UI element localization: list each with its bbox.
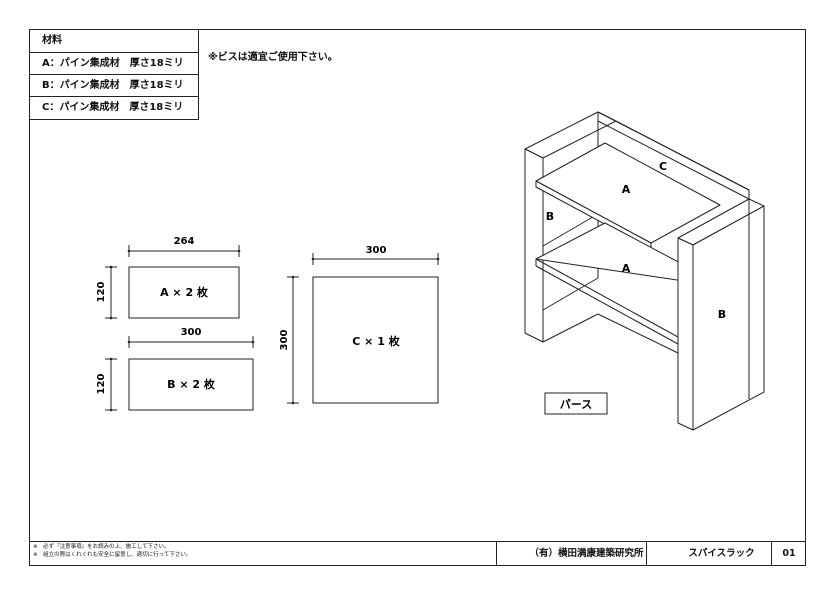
part-c-label: C × 1 枚 (352, 334, 400, 348)
title-block: ※ 必ず『注意事項』をお読みの上、施工して下さい。 ※ 組立の際はくれぐれも安全… (29, 541, 806, 566)
part-c-panel (312, 276, 439, 404)
company-name: （有）横田満康建築研究所 (496, 542, 676, 566)
part-a-label: A × 2 枚 (160, 285, 209, 299)
material-row-a: A：パイン集成材 厚さ18ミリ (29, 53, 198, 75)
materials-title: 材料 (29, 29, 198, 53)
part-a-panel (128, 266, 240, 319)
title-block-notes: ※ 必ず『注意事項』をお読みの上、施工して下さい。 ※ 組立の際はくれぐれも安全… (33, 543, 191, 559)
part-a-height-dim: 120 (96, 282, 107, 303)
right-panel-front-edge (677, 237, 694, 431)
perspective-caption: パース (560, 398, 592, 411)
right-panel-side-face (692, 205, 765, 431)
perspective-drawing (524, 111, 765, 431)
part-b-height-dim: 120 (96, 374, 107, 395)
part-b-panel (128, 358, 254, 411)
sheet-number: 01 (771, 542, 806, 566)
perspective-caption-box (544, 392, 608, 415)
part-a-width-dim: 264 (174, 236, 195, 247)
part-c-height-dim: 300 (279, 330, 290, 351)
drawing-title: スパイスラック (646, 542, 796, 566)
part-b-width-dim: 300 (181, 327, 202, 338)
screw-note: ※ビスは適宜ご使用下さい。 (208, 52, 338, 63)
perspective-label-c: C (659, 160, 667, 173)
back-panel-top-edge (615, 120, 750, 191)
title-block-note-1: ※ 必ず『注意事項』をお読みの上、施工して下さい。 (33, 544, 170, 550)
part-b-label: B × 2 枚 (167, 377, 216, 391)
perspective-label-a-top: A (622, 183, 631, 196)
left-panel-front-edge (524, 148, 544, 343)
perspective-label-a-bottom: A (622, 262, 631, 275)
title-block-note-2: ※ 組立の際はくれぐれも安全に留意し、適切に行って下さい。 (33, 552, 192, 558)
perspective-label-b-right: B (718, 308, 726, 321)
material-row-b: B：パイン集成材 厚さ18ミリ (29, 75, 198, 97)
material-row-c: C：パイン集成材 厚さ18ミリ (42, 102, 184, 113)
sheet-border (29, 29, 806, 566)
materials-table: 材料 A：パイン集成材 厚さ18ミリ B：パイン集成材 厚さ18ミリ C：パイン… (29, 29, 199, 120)
part-c-width-dim: 300 (366, 245, 387, 256)
perspective-label-b-left: B (546, 210, 554, 223)
